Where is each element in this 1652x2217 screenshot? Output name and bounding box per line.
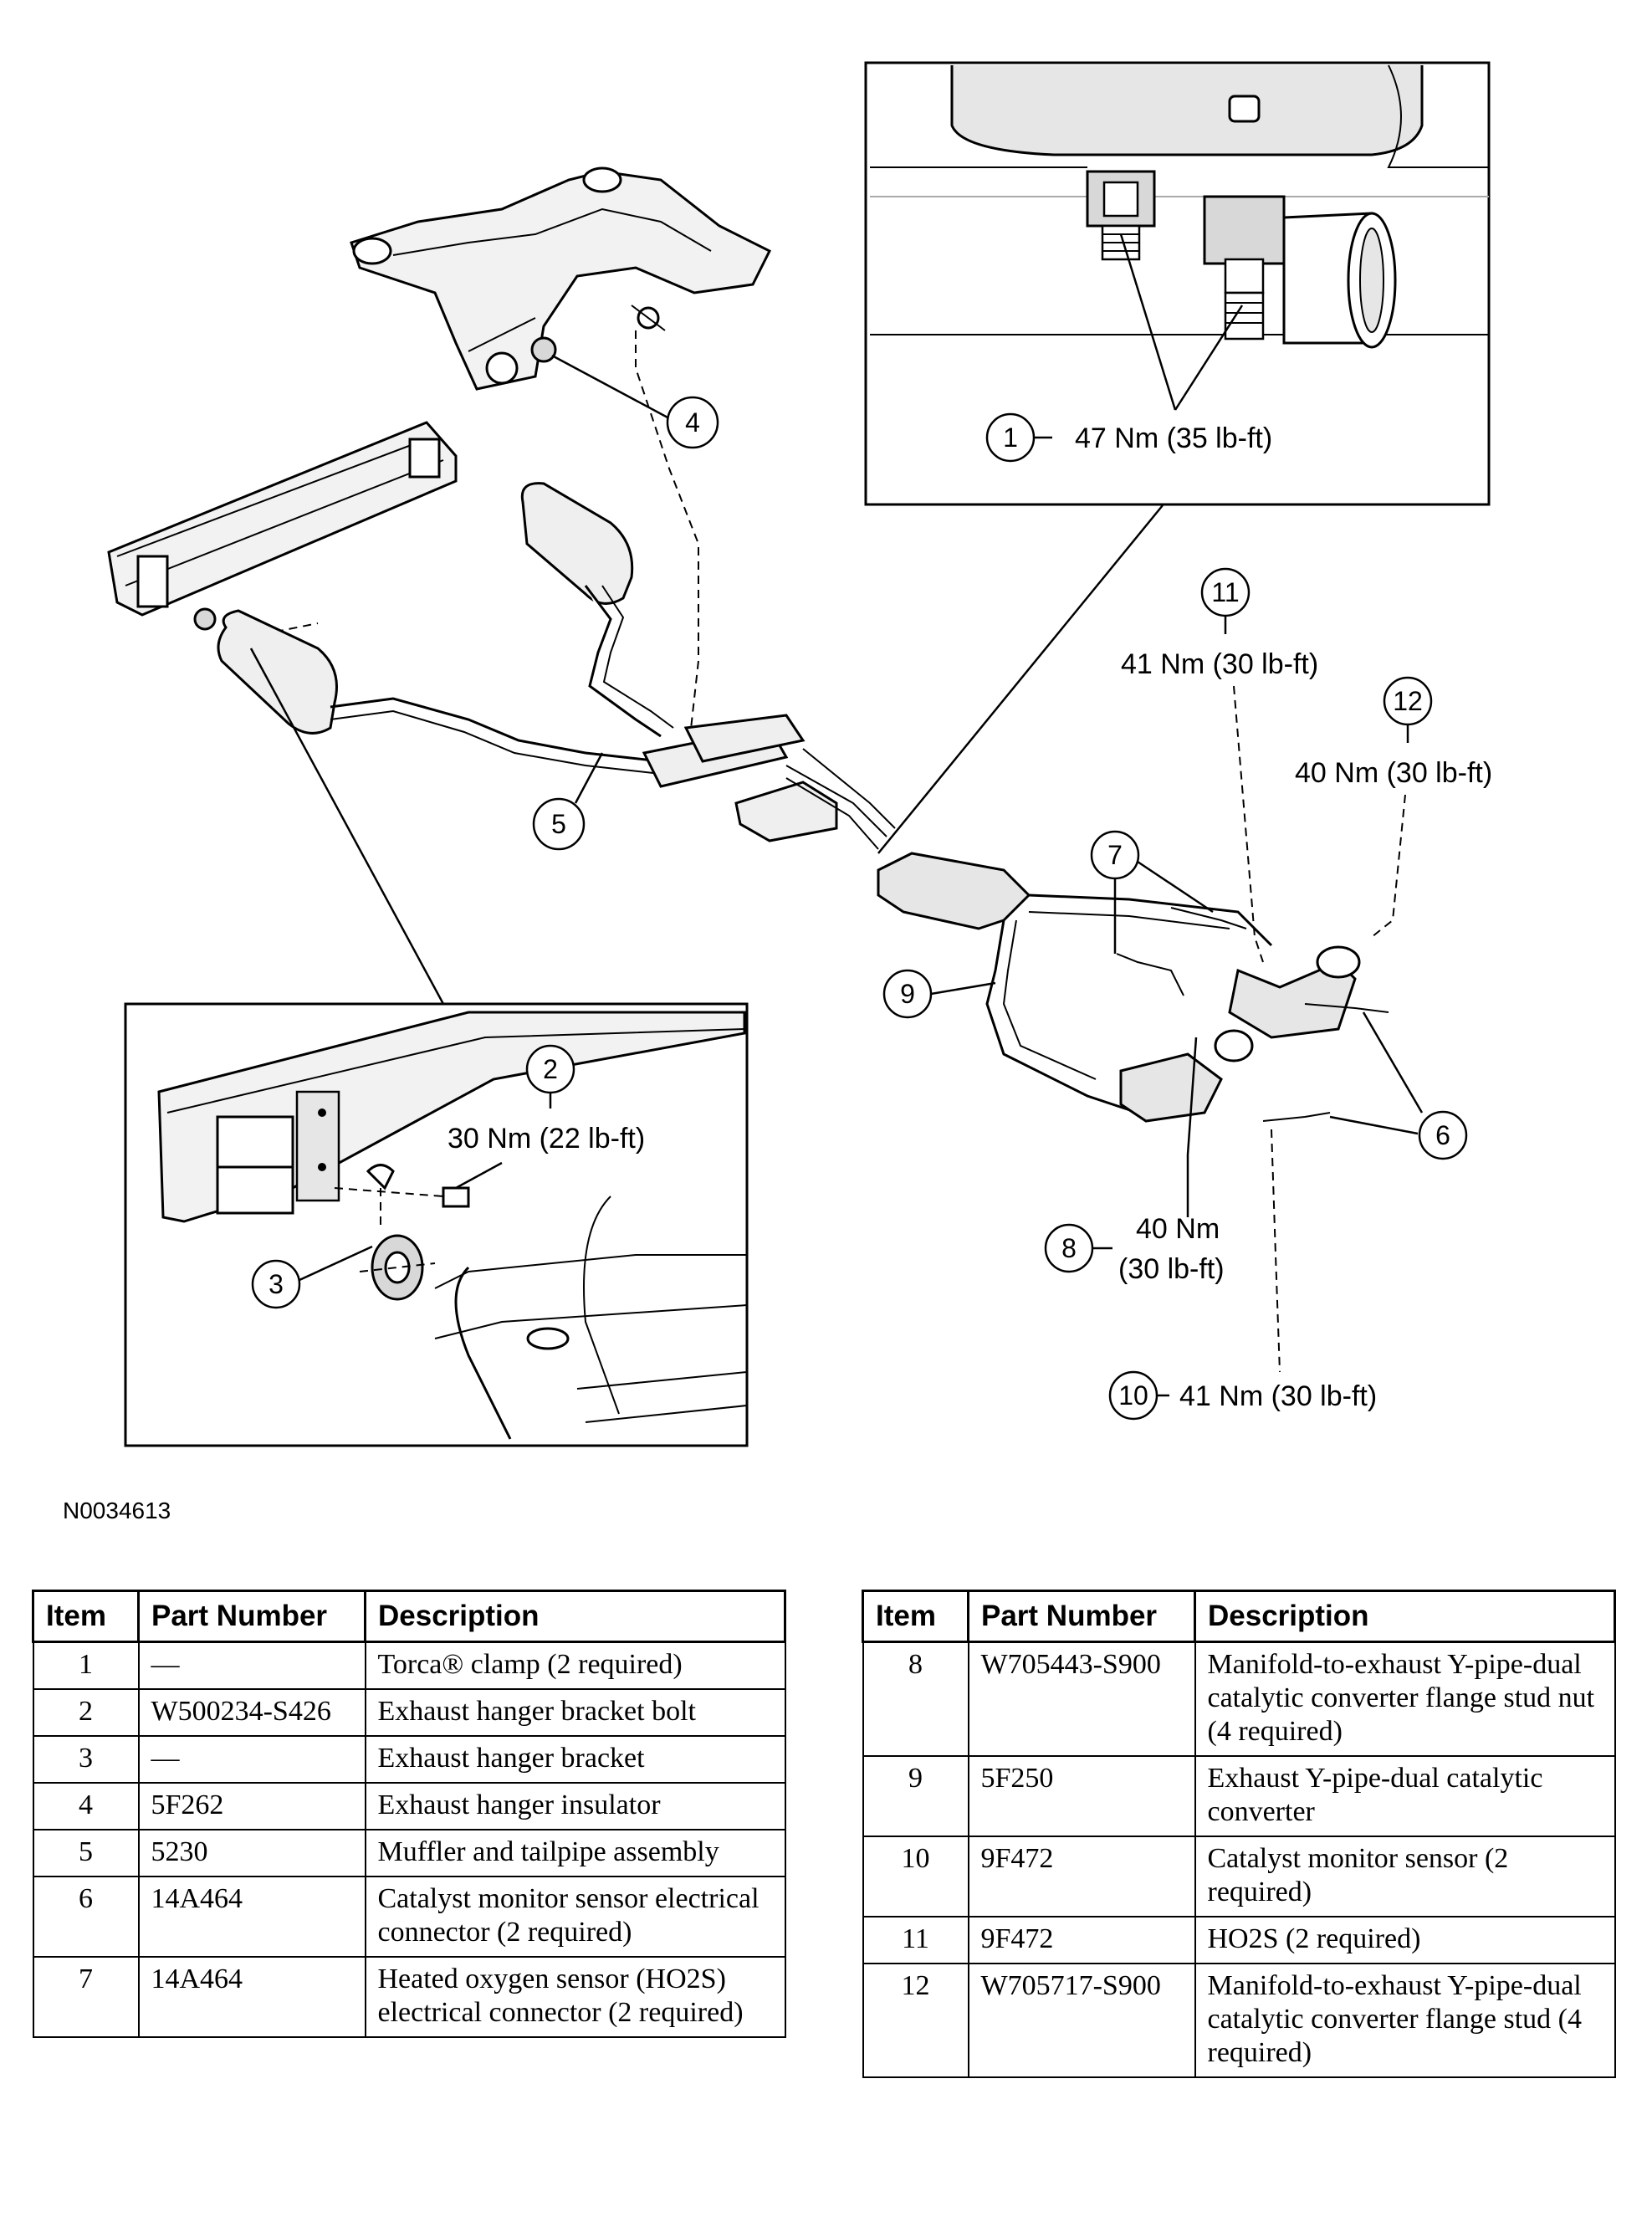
table-row: 3—Exhaust hanger bracket	[32, 1735, 786, 1784]
exhaust-system-diagram: 1 47 Nm (35 lb-ft) 4	[107, 61, 1492, 1447]
table-row: 1—Torca® clamp (2 required)	[32, 1641, 786, 1690]
description-cell: HO2S (2 required)	[1194, 1916, 1616, 1964]
item-cell: 11	[862, 1916, 969, 1964]
part-number-cell: 14A464	[137, 1876, 366, 1958]
callout-12-torque: 40 Nm (30 lb-ft)	[1295, 757, 1492, 789]
part-number-cell: W705717-S900	[967, 1963, 1196, 2078]
callout-5-number: 5	[551, 809, 566, 839]
part-number-cell: 5F250	[967, 1755, 1196, 1837]
part-number-cell: 5230	[137, 1829, 366, 1877]
callout-11-torque: 41 Nm (30 lb-ft)	[1121, 648, 1318, 680]
item-cell: 2	[32, 1688, 140, 1737]
item-cell: 12	[862, 1963, 969, 2078]
description-cell: Manifold-to-exhaust Y-pipe-dual catalyti…	[1194, 1963, 1616, 2078]
callout-8-torque-line2: (30 lb-ft)	[1118, 1253, 1225, 1285]
inset-hanger-bracket-detail	[124, 1002, 749, 1447]
description-cell: Heated oxygen sensor (HO2S) electrical c…	[364, 1956, 786, 2038]
callout-6-number: 6	[1435, 1120, 1450, 1150]
callout-10-number: 10	[1118, 1380, 1148, 1411]
callout-8-torque-line1: 40 Nm	[1136, 1213, 1220, 1245]
item-cell: 8	[862, 1641, 969, 1757]
description-cell: Exhaust hanger bracket bolt	[364, 1688, 786, 1737]
description-cell: Muffler and tailpipe assembly	[364, 1829, 786, 1877]
header-part-number: Part Number	[967, 1590, 1196, 1643]
callout-2-number: 2	[543, 1054, 558, 1084]
description-cell: Exhaust hanger bracket	[364, 1735, 786, 1784]
parts-table-left: Item Part Number Description 1—Torca® cl…	[32, 1590, 786, 2038]
callout-9-number: 9	[900, 979, 915, 1009]
callout-4-number: 4	[685, 407, 700, 438]
callout-3-number: 3	[269, 1269, 284, 1299]
part-number-cell: W500234-S426	[137, 1688, 366, 1737]
part-number-cell: 14A464	[137, 1956, 366, 2038]
description-cell: Catalyst monitor sensor electrical conne…	[364, 1876, 786, 1958]
callout-11-number: 11	[1211, 577, 1239, 607]
callout-7-number: 7	[1107, 840, 1123, 870]
item-cell: 10	[862, 1836, 969, 1917]
inset-torca-clamp-detail: 1 47 Nm (35 lb-ft)	[864, 61, 1491, 506]
header-description: Description	[1194, 1590, 1616, 1643]
part-number-cell: —	[137, 1735, 366, 1784]
rear-bumper-beam	[107, 421, 458, 641]
callout-2-torque: 30 Nm (22 lb-ft)	[448, 1123, 645, 1155]
item-cell: 1	[32, 1641, 140, 1690]
part-number-cell: 9F472	[967, 1916, 1196, 1964]
figure-code: N0034613	[63, 1498, 171, 1523]
item-cell: 6	[32, 1876, 140, 1958]
callout-10-torque: 41 Nm (30 lb-ft)	[1179, 1380, 1377, 1412]
insulator-dash-line	[635, 330, 699, 737]
callout-12-number: 12	[1393, 686, 1423, 716]
muffler-tailpipe-assembly	[217, 482, 896, 850]
callout-8-number: 8	[1061, 1233, 1077, 1263]
header-item: Item	[862, 1590, 969, 1643]
callout-1-number: 1	[1003, 422, 1018, 453]
leader-inset-1	[877, 504, 1164, 854]
item-cell: 3	[32, 1735, 140, 1784]
part-number-cell: W705443-S900	[967, 1641, 1196, 1757]
item-cell: 9	[862, 1755, 969, 1837]
item-cell: 7	[32, 1956, 140, 2038]
description-cell: Exhaust hanger insulator	[364, 1782, 786, 1830]
description-cell: Exhaust Y-pipe-dual catalytic converter	[1194, 1755, 1616, 1837]
description-cell: Catalyst monitor sensor (2 required)	[1194, 1836, 1616, 1917]
y-pipe-catalytic-converter	[877, 852, 1389, 1123]
part-number-cell: 5F262	[137, 1782, 366, 1830]
callout-1-torque: 47 Nm (35 lb-ft)	[1075, 422, 1272, 454]
item-cell: 5	[32, 1829, 140, 1877]
header-item: Item	[32, 1590, 140, 1643]
rear-subframe	[350, 166, 772, 391]
part-number-cell: 9F472	[967, 1836, 1196, 1917]
part-number-cell: —	[137, 1641, 366, 1690]
header-description: Description	[364, 1590, 786, 1643]
header-part-number: Part Number	[137, 1590, 366, 1643]
description-cell: Manifold-to-exhaust Y-pipe-dual catalyti…	[1194, 1641, 1616, 1757]
item-cell: 4	[32, 1782, 140, 1830]
description-cell: Torca® clamp (2 required)	[364, 1641, 786, 1690]
